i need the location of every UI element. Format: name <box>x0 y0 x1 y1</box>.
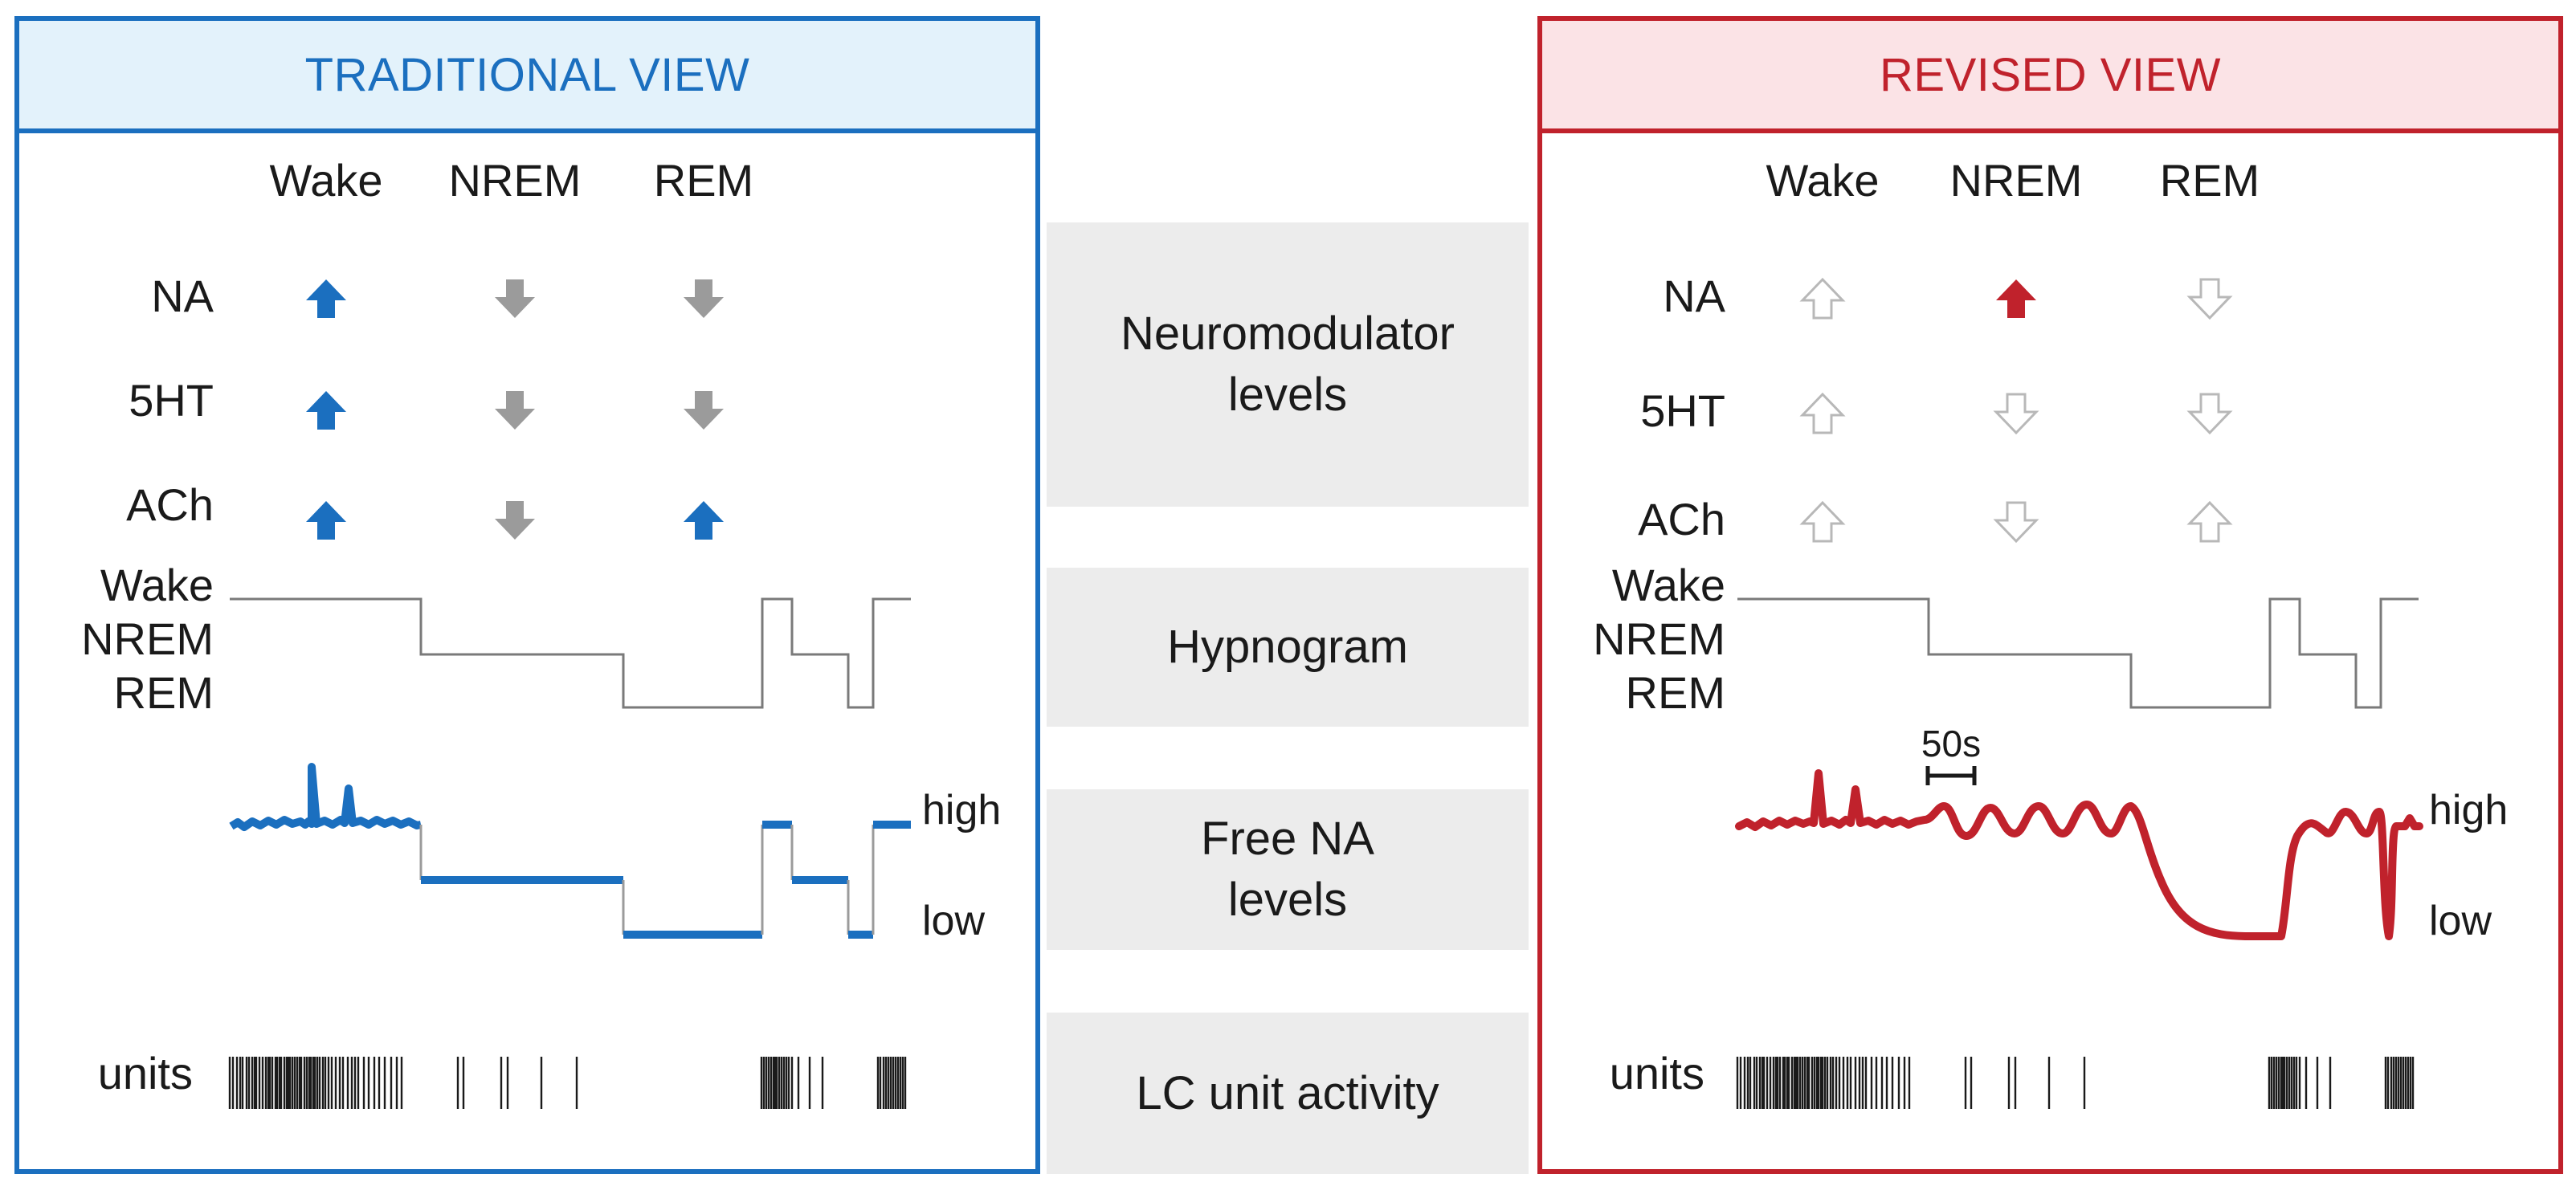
hypnogram-trace <box>1737 597 2419 709</box>
state-label-rem: REM <box>2160 155 2260 206</box>
traditional-view-panel: TRADITIONAL VIEW Wake NREM REM NA 5HT AC… <box>14 16 1040 1174</box>
lc-unit-raster <box>1736 1057 2415 1109</box>
down-arrow-icon <box>684 391 724 430</box>
state-label-wake: Wake <box>269 155 382 206</box>
down-arrow-icon <box>495 391 535 430</box>
level-label-low: low <box>2429 898 2492 944</box>
level-label-high: high <box>2429 787 2508 833</box>
up-arrow-outline-icon <box>1799 500 1846 543</box>
hypnogram-label-wake: Wake <box>1612 560 1725 610</box>
state-label-wake: Wake <box>1766 155 1879 206</box>
free-na-label-line: Free NA <box>1201 813 1374 865</box>
free-na-trace <box>229 763 422 831</box>
hypnogram-label-nrem: NREM <box>1593 613 1725 664</box>
hypnogram-label: Hypnogram <box>1047 568 1529 727</box>
modulator-label-5ht: 5HT <box>129 375 214 426</box>
level-label-low: low <box>922 898 985 944</box>
up-arrow-outline-icon <box>2186 500 2233 543</box>
free-na-levels-label: Free NA levels <box>1047 789 1529 950</box>
neuromodulator-levels-label: Neuromodulator levels <box>1047 222 1529 507</box>
hypnogram-trace <box>230 597 911 709</box>
modulator-label-5ht: 5HT <box>1640 385 1725 436</box>
up-arrow-icon <box>306 391 346 430</box>
neuromodulator-label-line: levels <box>1227 369 1348 421</box>
hypnogram-label-rem: REM <box>1626 667 1725 718</box>
units-label: units <box>98 1048 193 1098</box>
hypnogram-label-rem: REM <box>114 667 214 718</box>
lc-unit-raster <box>228 1057 907 1109</box>
hypnogram-label-text: Hypnogram <box>1167 621 1408 673</box>
modulator-label-ach: ACh <box>126 479 214 530</box>
neuromodulator-label-line: Neuromodulator <box>1121 308 1455 360</box>
up-arrow-icon <box>306 279 346 318</box>
free-na-trace <box>1735 769 2423 940</box>
free-na-label-line: levels <box>1227 874 1348 926</box>
state-label-rem: REM <box>654 155 753 206</box>
traditional-view-diagram: Wake NREM REM NA 5HT ACh Wake NREM REM <box>81 155 1001 1109</box>
scale-bar-label: 50s <box>1921 723 1981 764</box>
modulator-label-ach: ACh <box>1638 494 1725 544</box>
hypnogram-label-wake: Wake <box>100 560 214 610</box>
down-arrow-icon <box>495 501 535 540</box>
state-label-nrem: NREM <box>449 155 582 206</box>
down-arrow-outline-icon <box>2186 278 2233 320</box>
down-arrow-outline-icon <box>1993 501 2039 544</box>
up-arrow-icon <box>1996 279 2036 318</box>
state-label-nrem: NREM <box>1950 155 2083 206</box>
up-arrow-outline-icon <box>1799 277 1846 320</box>
up-arrow-icon <box>684 501 724 540</box>
lc-label-text: LC unit activity <box>1136 1066 1439 1119</box>
level-label-high: high <box>922 787 1001 833</box>
scale-bar <box>1925 766 1977 785</box>
modulator-label-na: NA <box>1663 271 1725 321</box>
down-arrow-icon <box>495 279 535 318</box>
down-arrow-outline-icon <box>1993 393 2039 435</box>
up-arrow-outline-icon <box>1799 392 1846 434</box>
up-arrow-icon <box>306 501 346 540</box>
down-arrow-outline-icon <box>2186 393 2233 435</box>
modulator-label-na: NA <box>151 271 214 321</box>
traditional-view-title: TRADITIONAL VIEW <box>19 21 1035 133</box>
revised-view-panel: REVISED VIEW Wake NREM REM NA 5HT ACh Wa… <box>1537 16 2563 1174</box>
revised-view-diagram: Wake NREM REM NA 5HT ACh Wake NREM REM 5… <box>1593 155 2508 1109</box>
revised-view-title: REVISED VIEW <box>1542 21 2558 133</box>
hypnogram-label-nrem: NREM <box>81 613 214 664</box>
units-label: units <box>1610 1048 1704 1098</box>
lc-unit-activity-label: LC unit activity <box>1047 1013 1529 1174</box>
down-arrow-icon <box>684 279 724 318</box>
